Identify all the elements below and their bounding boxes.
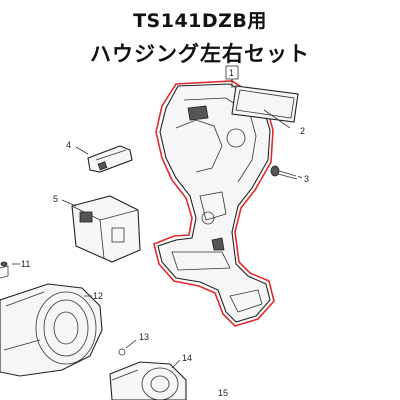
small-screw-part[interactable] xyxy=(0,261,9,279)
title-line-1: TS141DZB用 xyxy=(133,10,267,32)
pin-part[interactable] xyxy=(118,348,126,356)
callout-12: 12 xyxy=(93,291,103,301)
nameplate-part[interactable] xyxy=(231,85,299,123)
title-line-2: ハウジング左右セット xyxy=(90,42,310,66)
anvil-part[interactable] xyxy=(109,361,187,400)
hammer-case-part[interactable] xyxy=(0,283,103,377)
callout-13: 13 xyxy=(139,332,149,342)
callout-4: 4 xyxy=(66,140,71,150)
housing-set-part[interactable] xyxy=(153,80,275,327)
switch-lever-part[interactable] xyxy=(87,145,133,173)
callout-1: 1 xyxy=(229,68,234,78)
callout-5: 5 xyxy=(53,194,58,204)
callout-11: 11 xyxy=(21,259,30,269)
housing-outline-highlight xyxy=(153,80,275,327)
callout-15: 15 xyxy=(218,388,228,398)
switch-block-part[interactable] xyxy=(71,195,141,263)
callout-box-1 xyxy=(225,65,239,80)
callout-2: 2 xyxy=(300,126,305,136)
callout-14: 14 xyxy=(182,353,192,363)
screw-part[interactable] xyxy=(270,165,298,180)
callout-3: 3 xyxy=(304,174,309,184)
leader-lines xyxy=(12,78,303,369)
